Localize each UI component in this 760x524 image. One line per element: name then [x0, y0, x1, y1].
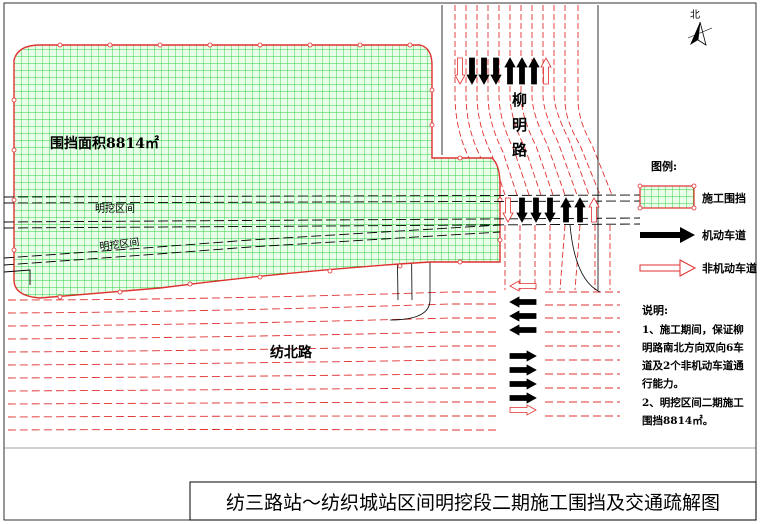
svg-text:柳: 柳 — [512, 91, 527, 109]
liuming-mid-arrows — [502, 197, 600, 223]
drawing-title: 纺三路站～纺织城站区间明挖段二期施工围挡及交通疏解图 — [226, 492, 720, 514]
motor-arrow-icon — [574, 197, 586, 223]
fence-area-label: 围挡面积8814㎡ — [50, 135, 159, 152]
motor-arrow-icon — [560, 197, 572, 223]
motor-arrow-icon — [504, 57, 516, 85]
notes-line: 围挡8814㎡。 — [642, 414, 713, 427]
liuming-road-label: 柳 明 路 — [512, 91, 528, 159]
motor-arrow-icon — [509, 378, 537, 390]
motor-arrow-icon — [544, 197, 556, 223]
legend: 图例: 施工围挡 机动车道 非机动车道 — [637, 159, 757, 277]
legend-motor-arrow-icon — [640, 227, 695, 243]
non-motor-arrow-icon — [502, 197, 514, 223]
legend-nonmotor-label: 非机动车道 — [702, 261, 757, 275]
motor-arrow-icon — [516, 57, 528, 85]
legend-fence-swatch — [637, 183, 697, 211]
svg-text:明: 明 — [512, 116, 527, 134]
open-cut-alignment — [3, 194, 641, 285]
liuming-north-arrows — [454, 57, 552, 85]
north-label: 北 — [690, 9, 700, 21]
notes-line: 1、施工期间，保证柳 — [642, 323, 744, 336]
notes: 说明: 1、施工期间，保证柳 明路南北方向双向6车 道及2个非机动车道通 行能力… — [641, 303, 744, 427]
motor-arrow-icon — [490, 57, 502, 85]
legend-title: 图例: — [651, 159, 677, 173]
motor-arrow-icon — [509, 310, 537, 322]
fence-posts — [11, 42, 503, 300]
non-motor-arrow-icon — [509, 280, 537, 292]
fangbei-road-lanes — [7, 291, 620, 431]
open-cut-label-1: 明挖区间 — [95, 202, 135, 215]
notes-line: 道及2个非机动车道通 — [642, 359, 744, 372]
motor-arrow-icon — [516, 197, 528, 223]
non-motor-arrow-icon — [509, 404, 537, 416]
motor-arrow-icon — [509, 350, 537, 362]
construction-fence-area — [13, 44, 501, 299]
non-motor-arrow-icon — [540, 57, 552, 85]
notes-line: 2、明挖区间二期施工 — [642, 396, 744, 409]
notes-title: 说明: — [642, 303, 668, 317]
fangbei-arrows — [509, 280, 537, 416]
notes-line: 行能力。 — [641, 377, 684, 390]
legend-nonmotor-arrow-icon — [639, 259, 697, 277]
legend-motor-label: 机动车道 — [702, 228, 746, 242]
motor-arrow-icon — [509, 392, 537, 404]
motor-arrow-icon — [528, 57, 540, 85]
svg-text:路: 路 — [512, 141, 528, 159]
motor-arrow-icon — [509, 296, 537, 308]
motor-arrow-icon — [478, 57, 490, 85]
fangbei-road-label: 纺北路 — [270, 344, 313, 361]
notes-line: 明路南北方向双向6车 — [642, 341, 744, 354]
north-arrow-icon: 北 — [687, 9, 713, 46]
title-block: 纺三路站～纺织城站区间明挖段二期施工围挡及交通疏解图 — [189, 481, 757, 521]
non-motor-arrow-icon — [588, 197, 600, 223]
motor-arrow-icon — [509, 364, 537, 376]
liuming-road-lanes — [454, 5, 613, 291]
motor-arrow-icon — [530, 197, 542, 223]
legend-fence-label: 施工围挡 — [702, 191, 746, 205]
non-motor-arrow-icon — [454, 57, 466, 85]
motor-arrow-icon — [466, 57, 478, 85]
motor-arrow-icon — [509, 324, 537, 336]
